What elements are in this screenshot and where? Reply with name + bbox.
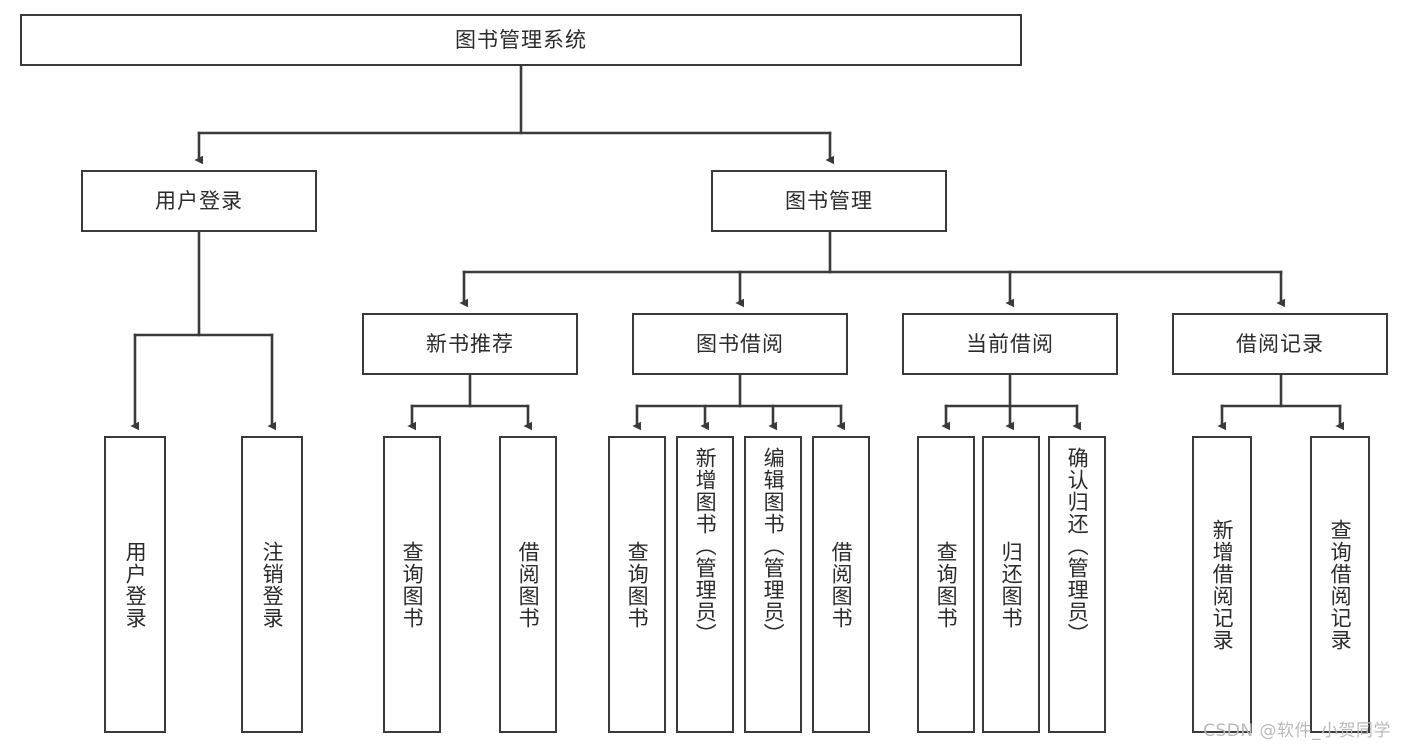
leaf-logout[interactable]: 注销登录	[241, 436, 303, 733]
leaf-label: 归还图书	[999, 540, 1024, 629]
node-borrowing-records[interactable]: 借阅记录	[1172, 313, 1388, 375]
leaf-label: 注销登录	[260, 540, 285, 629]
leaf-query-books-recommendation[interactable]: 查询图书	[383, 436, 441, 733]
node-book-management[interactable]: 图书管理	[711, 170, 947, 232]
leaf-label: 用户登录	[123, 540, 148, 629]
node-root-book-management-system[interactable]: 图书管理系统	[20, 14, 1022, 66]
leaf-edit-book-admin[interactable]: 编辑图书（管理员）	[744, 436, 802, 733]
leaf-label: 查询图书	[400, 540, 425, 629]
node-current-borrowing[interactable]: 当前借阅	[902, 313, 1118, 375]
leaf-label: 借阅图书	[516, 540, 541, 629]
leaf-label: 借阅图书	[829, 540, 854, 629]
leaf-label: 查询图书	[625, 540, 650, 629]
leaf-user-login[interactable]: 用户登录	[104, 436, 166, 733]
leaf-label: 查询图书	[934, 540, 959, 629]
leaf-confirm-return-admin[interactable]: 确认归还（管理员）	[1048, 436, 1106, 733]
leaf-label: 编辑图书（管理员）	[761, 447, 786, 645]
leaf-label: 新增借阅记录	[1210, 518, 1235, 651]
leaf-add-book-admin[interactable]: 新增图书（管理员）	[676, 436, 734, 733]
leaf-query-borrowing-record[interactable]: 查询借阅记录	[1310, 436, 1370, 733]
leaf-add-borrowing-record[interactable]: 新增借阅记录	[1192, 436, 1252, 733]
leaf-borrow-books-recommendation[interactable]: 借阅图书	[499, 436, 557, 733]
node-user-login[interactable]: 用户登录	[81, 170, 317, 232]
leaf-label: 新增图书（管理员）	[693, 447, 718, 645]
leaf-return-books[interactable]: 归还图书	[982, 436, 1040, 733]
leaf-borrow-books[interactable]: 借阅图书	[812, 436, 870, 733]
node-new-book-recommendation[interactable]: 新书推荐	[362, 313, 578, 375]
leaf-query-books-borrowing[interactable]: 查询图书	[608, 436, 666, 733]
leaf-label: 查询借阅记录	[1328, 518, 1353, 651]
leaf-query-books-current[interactable]: 查询图书	[917, 436, 975, 733]
node-book-borrowing[interactable]: 图书借阅	[632, 313, 848, 375]
leaf-label: 确认归还（管理员）	[1065, 447, 1090, 645]
